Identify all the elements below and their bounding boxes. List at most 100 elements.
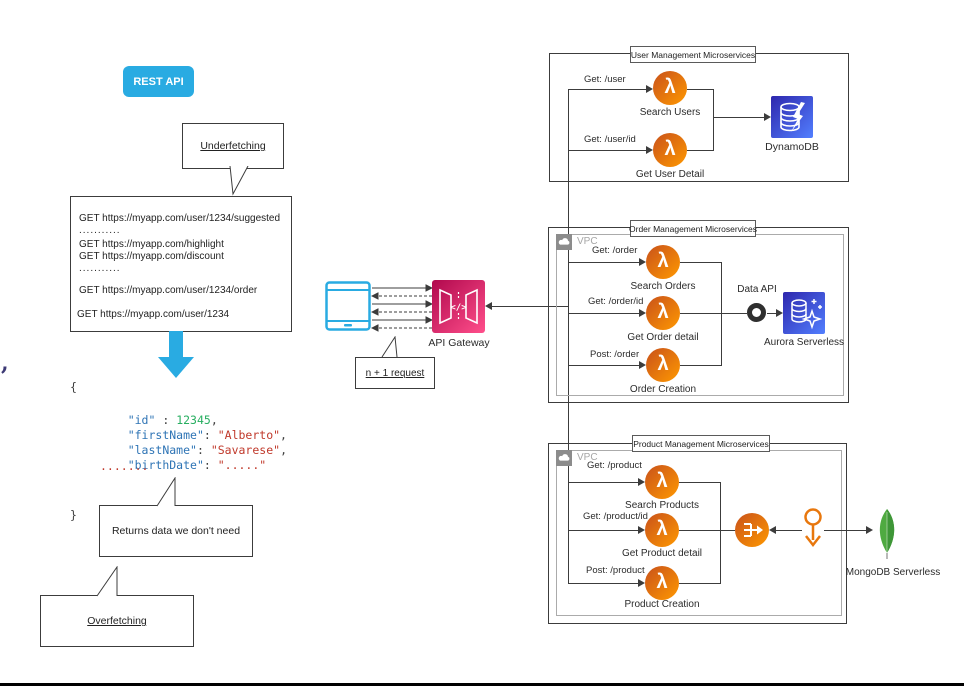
product-group-title: Product Management Microservices bbox=[632, 435, 770, 452]
connector-stub bbox=[679, 482, 721, 483]
connector-to-dynamodb bbox=[713, 117, 764, 118]
branch-line bbox=[568, 482, 638, 483]
route-get-order: Get: /order bbox=[592, 245, 638, 256]
data-api-icon bbox=[747, 303, 766, 322]
json-response-snippet: { "id" : 12345, "firstName": "Alberto", … bbox=[70, 380, 300, 530]
anchor-to-endpoint-line bbox=[776, 530, 802, 531]
get-request-line: GET https://myapp.com/user/1234/order bbox=[79, 285, 258, 296]
branch-arrowhead bbox=[639, 361, 646, 369]
route-get-user-id: Get: /user/id bbox=[584, 134, 636, 145]
dynamodb-label: DynamoDB bbox=[765, 141, 819, 153]
branch-arrowhead bbox=[639, 258, 646, 266]
lambda-search-users-icon: λ bbox=[653, 71, 687, 105]
data-api-label: Data API bbox=[737, 284, 777, 295]
get-request-line: GET https://myapp.com/highlight bbox=[79, 239, 224, 250]
mongo-arrowhead bbox=[866, 526, 873, 534]
lambda-product-creation-icon: λ bbox=[645, 566, 679, 600]
branch-arrowhead bbox=[638, 478, 645, 486]
api-gateway-label: API Gateway bbox=[428, 337, 490, 349]
route-get-user: Get: /user bbox=[584, 74, 626, 85]
route-get-product-id: Get: /product/id bbox=[583, 511, 648, 522]
overfetching-label: Overfetching bbox=[87, 615, 147, 627]
service-label-search-users: Search Users bbox=[639, 107, 701, 118]
aurora-serverless-icon bbox=[783, 292, 825, 334]
returns-data-callout: Returns data we don't need bbox=[99, 505, 253, 557]
connector-vertical bbox=[720, 482, 721, 584]
lambda-search-products-icon: λ bbox=[645, 465, 679, 499]
vpc-cloud-icon bbox=[556, 234, 572, 250]
get-request-line: GET https://myapp.com/user/1234/suggeste… bbox=[79, 213, 281, 224]
returns-data-label: Returns data we don't need bbox=[111, 525, 241, 537]
json-line: "firstName": "Alberto", bbox=[127, 428, 287, 442]
endpoint-arrowhead bbox=[769, 526, 776, 534]
connector-stub bbox=[687, 150, 714, 151]
rest-api-badge-label: REST API bbox=[133, 75, 184, 88]
request-response-arrows bbox=[371, 284, 433, 332]
branch-line bbox=[568, 89, 646, 90]
service-label-search-products: Search Products bbox=[625, 500, 699, 511]
product-vpc-box bbox=[556, 450, 842, 616]
order-group-title: Order Management Microservices bbox=[629, 220, 757, 237]
connector-vertical bbox=[713, 89, 714, 151]
api-gateway-icon: </> bbox=[432, 280, 485, 333]
connector-to-data-api bbox=[680, 313, 747, 314]
json-line: "lastName": "Savarese", bbox=[127, 443, 287, 457]
service-label-order-creation: Order Creation bbox=[629, 384, 697, 395]
ellipsis-line: ........... bbox=[79, 225, 121, 236]
big-down-arrow bbox=[158, 331, 194, 378]
service-label-get-user-detail: Get User Detail bbox=[635, 169, 705, 180]
branch-line bbox=[568, 530, 638, 531]
route-get-order-id: Get: /order/id bbox=[588, 296, 644, 307]
trunk-line bbox=[568, 89, 569, 584]
branch-line bbox=[568, 313, 639, 314]
mobile-phone-icon bbox=[325, 281, 371, 331]
bottom-edge-bar bbox=[0, 683, 964, 686]
overfetching-callout-tail bbox=[96, 566, 118, 597]
json-line: "id" : 12345, bbox=[127, 413, 218, 427]
connector-stub bbox=[687, 89, 714, 90]
n-plus-1-callout-tail bbox=[381, 336, 398, 358]
get-request-line: GET https://myapp.com/discount bbox=[79, 251, 224, 262]
service-label-get-product-detail: Get Product detail bbox=[621, 548, 703, 559]
branch-arrowhead bbox=[646, 85, 653, 93]
gateway-arrowhead bbox=[485, 302, 492, 310]
branch-arrowhead bbox=[639, 309, 646, 317]
aurora-arrowhead bbox=[776, 309, 783, 317]
branch-line bbox=[568, 583, 638, 584]
service-label-search-orders: Search Orders bbox=[630, 281, 696, 292]
n-plus-1-callout: n + 1 request bbox=[355, 357, 435, 389]
branch-arrowhead bbox=[638, 579, 645, 587]
code-brackets-glyph: </> bbox=[450, 303, 467, 313]
user-group-title: User Management Microservices bbox=[630, 46, 756, 63]
branch-arrowhead bbox=[638, 526, 645, 534]
service-label-get-order-detail: Get Order detail bbox=[627, 332, 699, 343]
order-vpc-label: VPC bbox=[577, 236, 598, 247]
data-api-to-aurora-line bbox=[767, 313, 776, 314]
returns-data-callout-tail bbox=[156, 477, 176, 507]
json-open-brace: { bbox=[70, 380, 77, 394]
private-link-anchor-icon bbox=[804, 508, 822, 548]
branch-line bbox=[568, 150, 646, 151]
connector-to-endpoint bbox=[679, 530, 735, 531]
mongodb-serverless-label: MongoDB Serverless bbox=[845, 567, 941, 578]
json-line: "birthDate": "....." bbox=[127, 458, 267, 472]
mongodb-leaf-icon bbox=[879, 509, 895, 559]
connector-stub bbox=[679, 583, 721, 584]
lambda-get-product-detail-icon: λ bbox=[645, 513, 679, 547]
lambda-get-order-detail-icon: λ bbox=[646, 296, 680, 330]
route-post-order: Post: /order bbox=[590, 349, 640, 360]
lambda-order-creation-icon: λ bbox=[646, 348, 680, 382]
underfetching-callout: Underfetching bbox=[182, 123, 284, 169]
overfetching-callout: Overfetching bbox=[40, 595, 194, 647]
ellipsis-line: ........... bbox=[79, 263, 121, 274]
gateway-trunk-line bbox=[492, 306, 568, 307]
n-plus-1-label: n + 1 request bbox=[365, 367, 425, 379]
route-get-product: Get: /product bbox=[587, 460, 642, 471]
route-post-product: Post: /product bbox=[586, 565, 645, 576]
underfetching-label: Underfetching bbox=[200, 140, 266, 152]
lambda-get-user-detail-icon: λ bbox=[653, 133, 687, 167]
get-requests-box: GET https://myapp.com/user/1234/suggeste… bbox=[70, 196, 292, 332]
vpc-cloud-icon bbox=[556, 450, 572, 466]
json-ellipsis: ....... bbox=[100, 459, 149, 473]
